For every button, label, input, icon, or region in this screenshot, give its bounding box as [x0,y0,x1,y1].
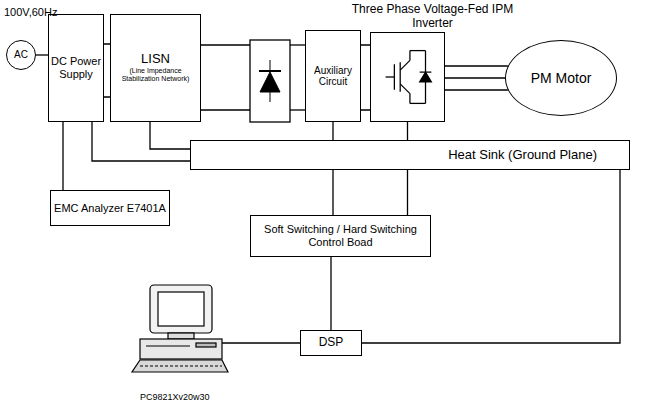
pc-model: PC9821Xv20w30 [140,392,210,402]
emc-analyzer-box: EMC Analyzer E7401A [50,190,170,226]
node-label: Heat Sink (Ground Plane) [448,148,597,163]
wire-connector [36,54,48,55]
node-label: Three Phase Voltage-Fed IPM Inverter [348,3,518,31]
dsp-box: DSP [300,330,362,356]
supply-rating: 100V,60Hz [4,6,57,18]
node-label: AC [14,49,28,61]
node-label: DSP [319,336,344,350]
wire-connector [92,122,190,161]
control-board-box: Soft Switching / Hard Switching Control … [250,215,431,257]
node-label: Auxiliary Circuit [306,65,360,88]
lisn-box: LISN(Line Impedance Stabilization Networ… [110,14,201,122]
heat-sink-plane: Heat Sink (Ground Plane) [190,140,630,170]
wire-connector [150,122,190,149]
inverter-box: Three Phase Voltage-Fed IPM Inverter [370,32,445,122]
wire-connector [330,257,331,330]
node-label: LISN [141,52,170,67]
pm-motor: PM Motor [505,40,617,116]
computer-icon [132,285,228,372]
auxiliary-circuit-box: Auxiliary Circuit [305,30,361,122]
node-label: EMC Analyzer E7401A [54,202,166,215]
serial-link [222,342,300,343]
wire-connector [62,122,63,190]
node-label: Soft Switching / Hard Switching Control … [251,223,430,248]
node-label: PM Motor [531,70,592,86]
power-supply-box: DC Power Supply [48,14,104,122]
rectifier-box [250,40,290,122]
igbt-symbol [371,33,444,121]
wire-connector [361,45,370,110]
wire-connector [445,66,508,90]
ac-source: AC [6,40,36,70]
node-sublabel: (Line Impedance Stabilization Network) [111,67,200,83]
node-label: DC Power Supply [49,55,103,80]
